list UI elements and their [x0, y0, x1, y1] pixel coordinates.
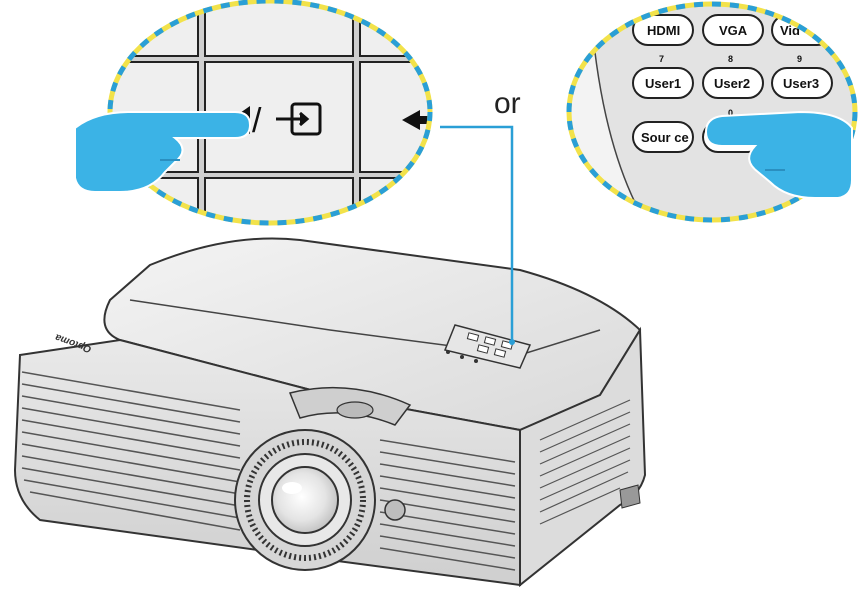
user2-key-label: User2 — [714, 76, 750, 91]
projector-foot — [619, 484, 641, 509]
num-9-label: 9 — [797, 54, 802, 64]
side-vent-grille — [539, 399, 631, 525]
zoom-focus-window — [288, 386, 412, 426]
hdmi-key-label: HDMI — [647, 23, 680, 38]
source-input-icon — [276, 102, 322, 136]
num-7-label: 7 — [659, 54, 664, 64]
source-key-label: Sour ce — [641, 130, 689, 145]
remote-user-row: User1 User2 User3 — [632, 67, 833, 99]
projector-keypad — [443, 324, 532, 369]
key-separator-slash: / — [252, 102, 262, 140]
right-key-left-arrow-icon — [402, 110, 420, 130]
connector-line — [440, 125, 515, 345]
pointing-hand-icon — [74, 111, 252, 193]
num-0-label: 0 — [728, 108, 733, 118]
projector: Optoma — [13, 237, 647, 588]
user1-key-label: User1 — [645, 76, 681, 91]
remote-source-key — [632, 121, 694, 153]
top-panel-seam — [129, 299, 601, 356]
projector-lens — [234, 429, 376, 571]
user3-key-label: User3 — [783, 76, 819, 91]
num-8-label: 8 — [728, 54, 733, 64]
vga-key-label: VGA — [719, 23, 748, 38]
projector-top — [103, 237, 642, 432]
ir-sensor — [384, 499, 406, 521]
pointing-hand-icon — [704, 110, 853, 199]
or-label: or — [494, 87, 521, 120]
